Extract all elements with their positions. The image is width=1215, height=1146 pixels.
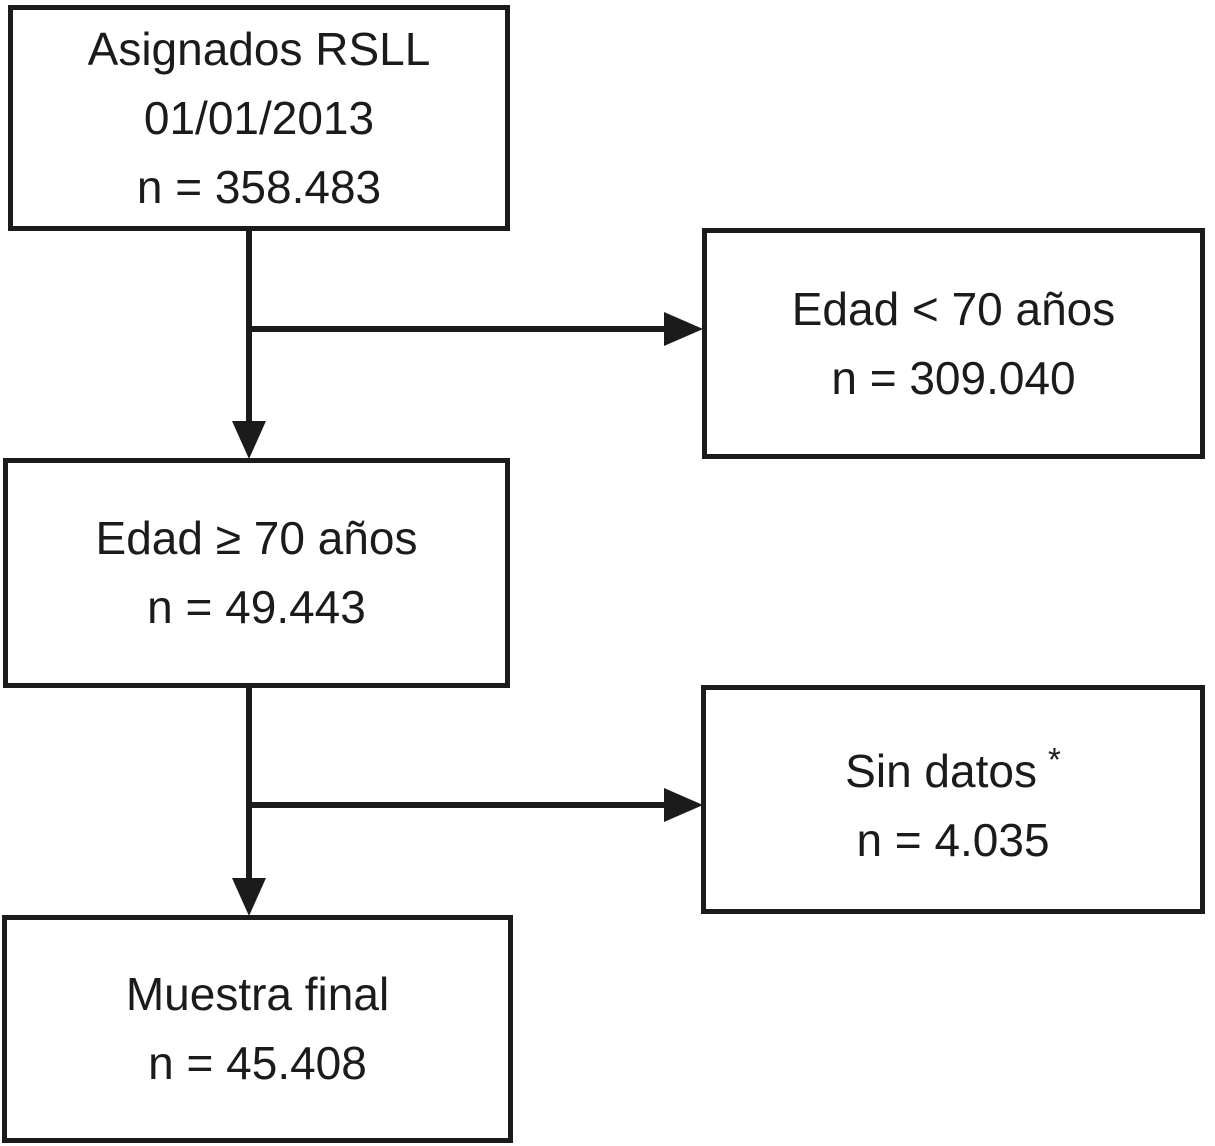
node-title: Asignados RSLL	[87, 22, 431, 75]
node-title: Edad ≥ 70 años	[95, 512, 418, 564]
node-title-text: Sin datos	[845, 744, 1037, 797]
arrow-branch-to-sin-datos	[249, 788, 703, 822]
node-edad-ge70: Edad ≥ 70 años n = 49.443	[3, 458, 510, 688]
node-count: n = 358.483	[136, 160, 382, 213]
node-count: n = 45.408	[148, 1037, 367, 1089]
node-title: Sin datos *	[845, 725, 1061, 806]
node-muestra-final: Muestra final n = 45.408	[2, 915, 513, 1143]
node-title: Muestra final	[125, 968, 390, 1020]
node-count: n = 309.040	[831, 351, 1076, 404]
arrow-edad-ge70-to-muestra-final	[232, 688, 266, 916]
node-sin-datos: Sin datos * n = 4.035	[701, 685, 1205, 914]
node-count: n = 49.443	[147, 581, 366, 633]
node-edad-lt70: Edad < 70 años n = 309.040	[702, 228, 1205, 459]
footnote-asterisk: *	[1047, 740, 1061, 778]
node-count: n = 4.035	[856, 813, 1050, 866]
node-date: 01/01/2013	[143, 91, 375, 144]
arrow-asignados-to-edad-ge70	[232, 231, 266, 459]
node-title: Edad < 70 años	[791, 282, 1116, 335]
arrow-branch-to-edad-lt70	[249, 312, 703, 346]
node-asignados: Asignados RSLL 01/01/2013 n = 358.483	[8, 5, 510, 231]
